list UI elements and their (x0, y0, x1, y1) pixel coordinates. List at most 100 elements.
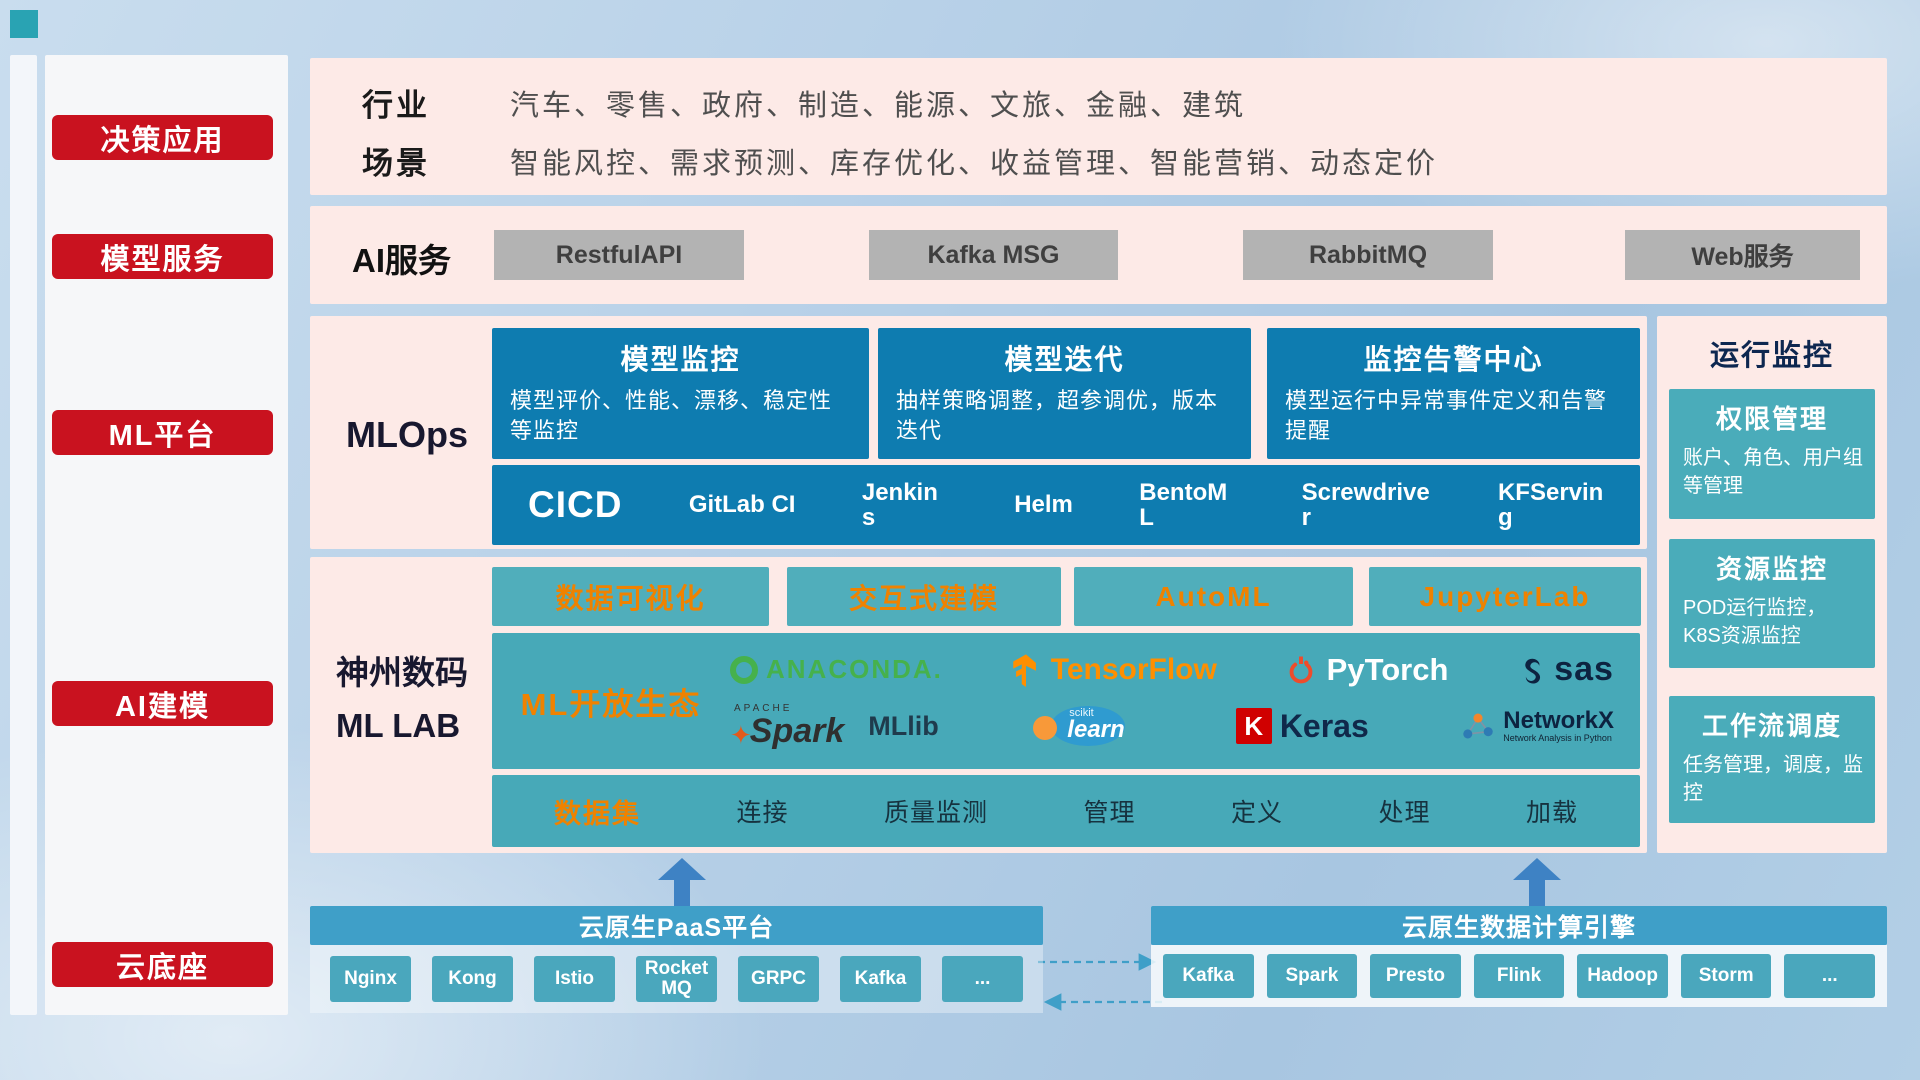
alert-center-body: 模型运行中异常事件定义和告警提醒 (1285, 388, 1608, 443)
networkx-wordmark: NetworkX (1503, 706, 1614, 734)
model-iteration-body: 抽样策略调整，超参调优，版本迭代 (896, 388, 1219, 443)
dataset-item-manage: 管理 (1083, 799, 1136, 827)
storm-chip: Storm (1680, 954, 1772, 998)
mlops-label: MLOps (346, 414, 468, 455)
kafka-chip: Kafka (1163, 954, 1254, 998)
anaconda-icon (730, 655, 758, 684)
permission-mgmt-body: 账户、角色、用户组等管理 (1683, 447, 1863, 497)
pytorch-icon (1289, 656, 1313, 683)
ml-open-ecosystem-box: ML开放生态 ANACONDA. TensorFlow (492, 633, 1640, 769)
cicd-item-screwdriver: Screwdriver (1301, 478, 1430, 531)
sas-logo: sas (1514, 650, 1614, 689)
cicd-item-jenkins: Jenkins (861, 478, 938, 531)
mlops-row: MLOps 模型监控 模型评价、性能、漂移、稳定性等监控 模型迭代 抽样策略调整… (310, 316, 1647, 549)
jupyterlab-chip: JupyterLab (1369, 567, 1641, 626)
kong-chip: Kong (432, 956, 513, 1002)
ai-service-row: AI服务 RestfulAPI Kafka MSG RabbitMQ Web服务 (310, 206, 1887, 304)
mllab-label-line1: 神州数码 (336, 654, 468, 691)
sas-wordmark: sas (1554, 650, 1614, 688)
up-arrow-icon (1513, 858, 1561, 907)
networkx-subtitle: Network Analysis in Python (1503, 733, 1612, 744)
dataset-item-connect: 连接 (736, 799, 789, 827)
more-chip: ... (942, 956, 1023, 1002)
sidebar-item-cloud-base: 云底座 (52, 942, 273, 987)
up-arrow-icon (658, 858, 706, 907)
sidebar-item-decision-apps: 决策应用 (52, 115, 273, 160)
mllab-row: 神州数码 ML LAB 数据可视化 交互式建模 AutoML JupyterLa… (310, 557, 1647, 853)
spark-chip: Spark (1266, 954, 1358, 998)
logo-row-bottom: APACHE ✦ Spark MLlib scikit learn (730, 700, 1614, 752)
grpc-chip: GRPC (738, 956, 819, 1002)
hadoop-chip: Hadoop (1577, 954, 1668, 998)
alert-center-box: 监控告警中心 模型运行中异常事件定义和告警提醒 (1267, 328, 1640, 459)
cicd-bar: CICD GitLab CI Jenkins Helm BentoML Scre… (492, 465, 1640, 545)
istio-chip: Istio (534, 956, 615, 1002)
cicd-item-helm: Helm (1014, 491, 1073, 519)
rocketmq-chip: RocketMQ (636, 956, 717, 1002)
dataset-item-define: 定义 (1230, 799, 1283, 827)
spark-text: Spark (749, 712, 845, 750)
pytorch-wordmark: PyTorch (1326, 651, 1449, 687)
model-iteration-title: 模型迭代 (1004, 344, 1125, 375)
workflow-scheduler-title: 工作流调度 (1701, 711, 1842, 741)
cicd-item-kfserving: KFServing (1497, 478, 1604, 531)
resource-monitor-title: 资源监控 (1715, 554, 1828, 584)
scikit-label: scikit (1069, 707, 1094, 719)
workflow-scheduler-box: 工作流调度 任务管理，调度，监控 (1669, 696, 1875, 823)
industry-list: 汽车、零售、政府、制造、能源、文旅、金融、建筑 (510, 90, 1247, 122)
engine-components: Kafka Spark Presto Flink Hadoop Storm ..… (1151, 945, 1887, 1007)
scikit-learn-orange-dot (1033, 716, 1058, 740)
scene-label: 场景 (362, 146, 430, 181)
industry-scene-row: 行业 汽车、零售、政府、制造、能源、文旅、金融、建筑 场景 智能风控、需求预测、… (310, 58, 1887, 195)
ml-open-ecosystem-label: ML开放生态 (520, 686, 702, 722)
industry-label: 行业 (362, 88, 430, 123)
nginx-chip: Nginx (330, 956, 411, 1002)
model-iteration-box: 模型迭代 抽样策略调整，超参调优，版本迭代 (878, 328, 1251, 459)
web-service-chip: Web服务 (1625, 230, 1860, 280)
apache-label: APACHE (734, 703, 793, 714)
ecosystem-logos: ANACONDA. TensorFlow PyTorch (730, 633, 1640, 769)
sidebar-panel (45, 55, 288, 1015)
restful-api-chip: RestfulAPI (494, 230, 744, 280)
dataset-item-load: 加载 (1525, 799, 1578, 827)
anaconda-wordmark: ANACONDA. (766, 654, 943, 684)
permission-mgmt-title: 权限管理 (1715, 404, 1828, 434)
tensorflow-icon (1012, 653, 1036, 687)
pytorch-logo: PyTorch (1283, 651, 1449, 688)
model-monitoring-body: 模型评价、性能、漂移、稳定性等监控 (510, 388, 833, 443)
sidebar-item-ai-modeling: AI建模 (52, 681, 273, 726)
permission-mgmt-box: 权限管理 账户、角色、用户组等管理 (1669, 389, 1875, 519)
engine-header: 云原生数据计算引擎 (1151, 906, 1887, 945)
spark-star-icon: ✦ (730, 720, 752, 750)
scikit-learn-icon (1051, 706, 1126, 746)
runtime-monitor-panel: 运行监控 权限管理 账户、角色、用户组等管理 资源监控 POD运行监控，K8S资… (1657, 316, 1887, 853)
workflow-scheduler-body: 任务管理，调度，监控 (1683, 754, 1863, 804)
cicd-item-gitlab-ci: GitLab CI (688, 491, 796, 519)
data-visualization-chip: 数据可视化 (492, 567, 769, 626)
tensorflow-wordmark: TensorFlow (1050, 652, 1217, 686)
cicd-title: CICD (528, 484, 623, 525)
networkx-logo: NetworkX Network Analysis in Python (1461, 706, 1614, 744)
scikit-learn-logo: scikit learn (1031, 700, 1143, 752)
runtime-monitor-title: 运行监控 (1709, 340, 1834, 372)
corner-accent-square (10, 10, 38, 38)
dataset-item-process: 处理 (1378, 799, 1431, 827)
kafka-chip: Kafka (840, 956, 921, 1002)
cicd-item-bentoml: BentoML (1139, 478, 1228, 531)
paas-header: 云原生PaaS平台 (310, 906, 1043, 945)
kafka-msg-chip: Kafka MSG (869, 230, 1118, 280)
interactive-modeling-chip: 交互式建模 (787, 567, 1061, 626)
tensorflow-logo: TensorFlow (1009, 653, 1217, 687)
logo-row-top: ANACONDA. TensorFlow PyTorch (730, 650, 1614, 689)
mllib-wordmark: MLlib (868, 710, 939, 741)
sidebar-item-ml-platform: ML平台 (52, 410, 273, 455)
automl-chip: AutoML (1074, 567, 1353, 626)
keras-icon: K (1235, 708, 1272, 744)
resource-monitor-box: 资源监控 POD运行监控，K8S资源监控 (1669, 539, 1875, 668)
anaconda-logo: ANACONDA. (730, 654, 943, 685)
dashed-exchange-arrows (1038, 953, 1162, 1011)
scene-list: 智能风控、需求预测、库存优化、收益管理、智能营销、动态定价 (510, 148, 1439, 180)
spark-wordmark: APACHE ✦ Spark (730, 703, 845, 750)
model-monitoring-title: 模型监控 (620, 344, 741, 375)
